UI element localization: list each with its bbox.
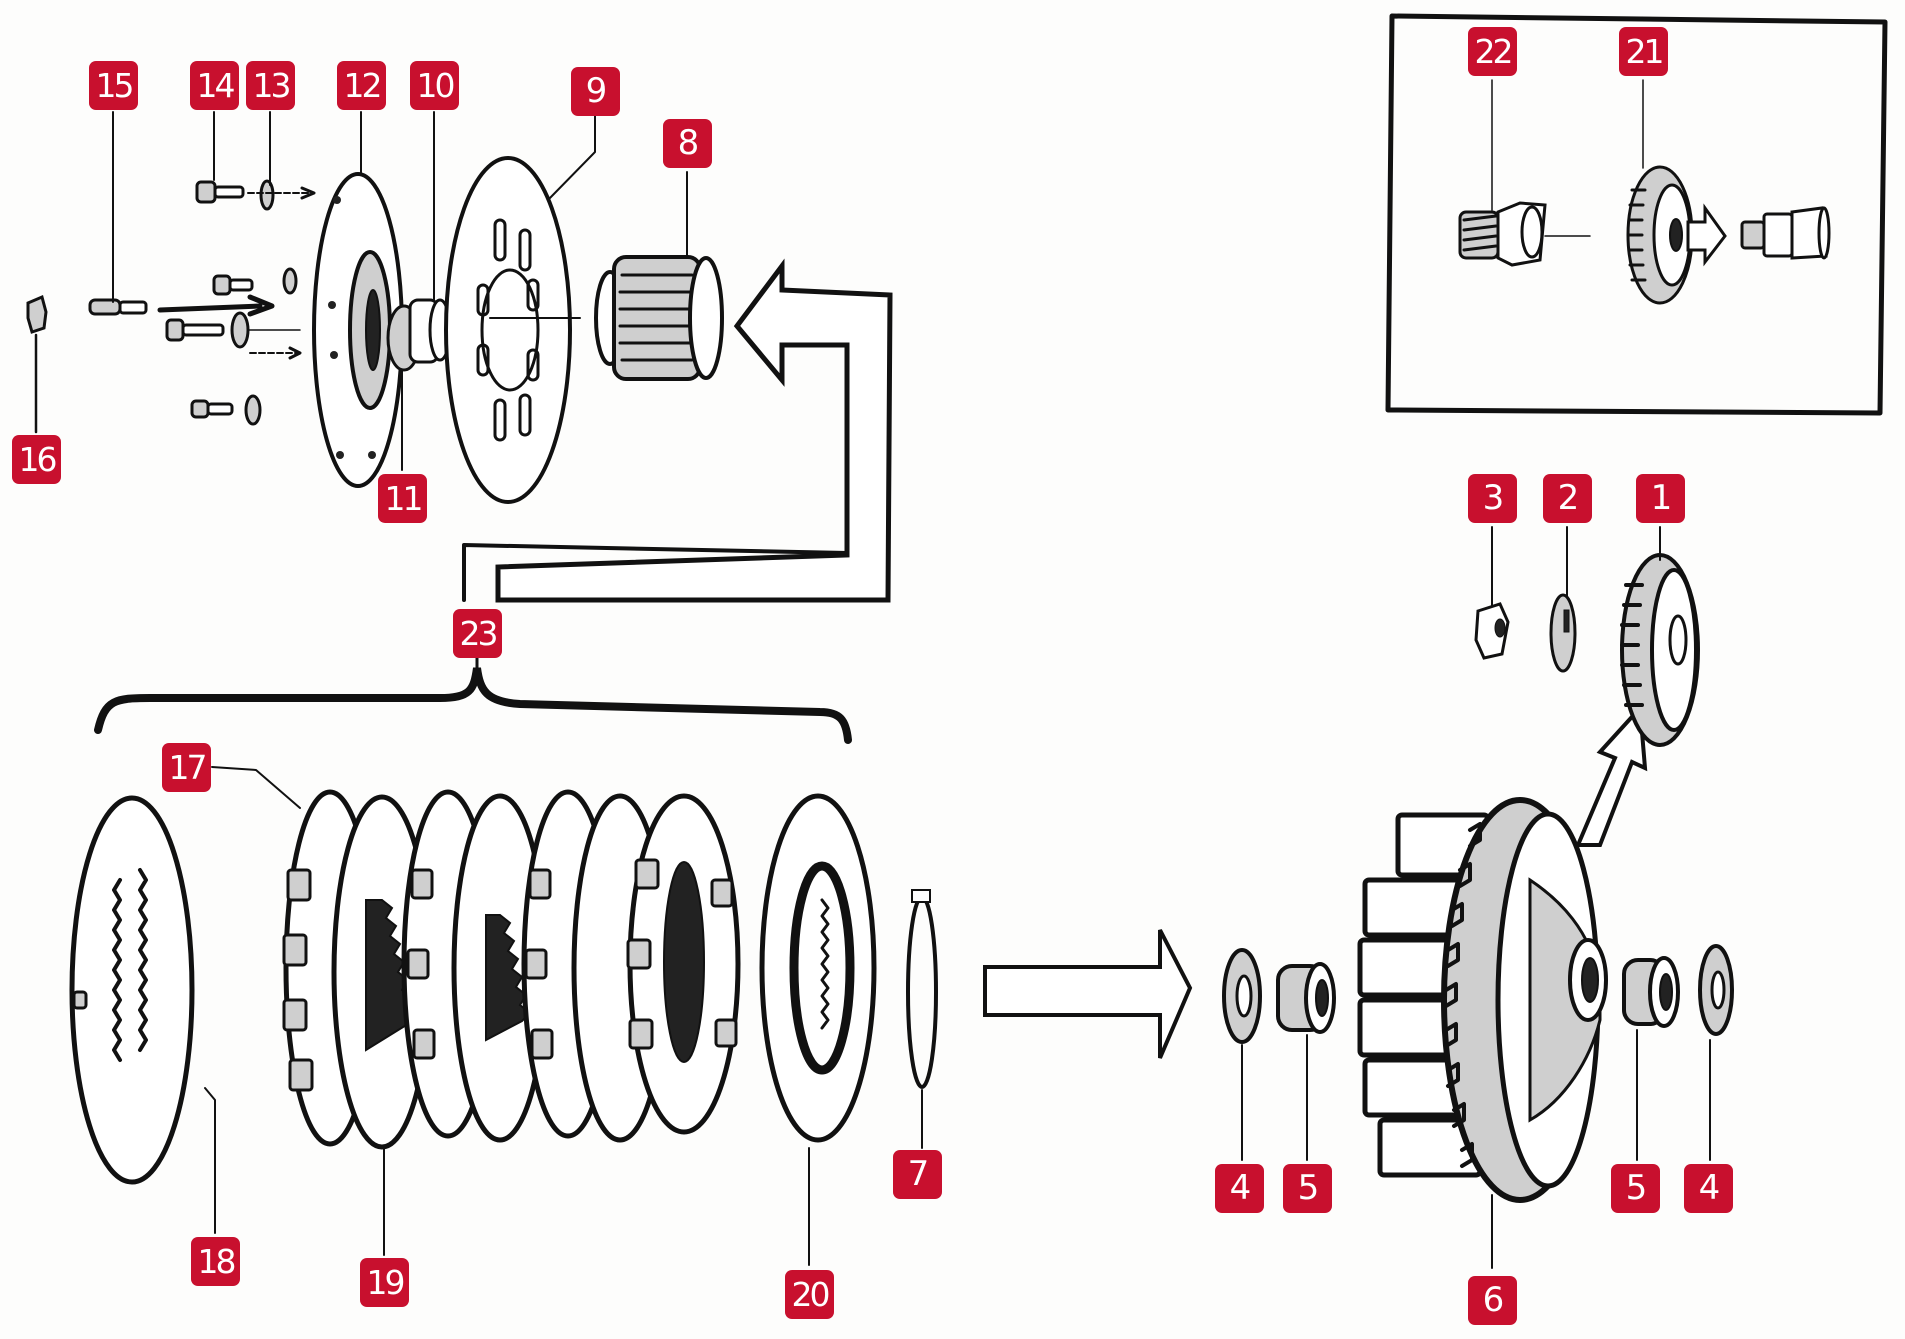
part-5-bushing-left xyxy=(1276,962,1336,1034)
part-2-tab-washer xyxy=(1549,593,1577,673)
part-3-nut xyxy=(1474,602,1510,660)
callout-23: 23 xyxy=(453,609,502,658)
upper-assembly-arrow-icon xyxy=(495,258,893,603)
upper-assembly xyxy=(26,111,893,603)
callout-6: 6 xyxy=(1468,1276,1517,1325)
callout-15: 15 xyxy=(89,61,138,110)
callout-14: 14 xyxy=(190,61,239,110)
part-13-washer xyxy=(259,179,275,211)
part-6-clutch-basket xyxy=(1357,797,1608,1203)
part-12-pressure-plate xyxy=(312,172,404,488)
part-10-11-bearing xyxy=(386,298,452,372)
callout-20: 20 xyxy=(785,1270,834,1319)
callout-21: 21 xyxy=(1619,27,1668,76)
callout-5-left: 5 xyxy=(1283,1164,1332,1213)
part-21-gear xyxy=(1626,165,1694,305)
callout-8: 8 xyxy=(663,119,712,168)
clutch-plate-pack xyxy=(69,766,938,1266)
callout-18: 18 xyxy=(191,1237,240,1286)
inset-arrow-icon xyxy=(1686,203,1727,267)
lower-assembly-arrow-icon xyxy=(983,929,1193,1059)
callout-3: 3 xyxy=(1468,474,1517,523)
part-16-nut xyxy=(26,294,48,334)
callout-13: 13 xyxy=(246,61,295,110)
part-1-primary-gear xyxy=(1620,553,1700,747)
callout-16: 16 xyxy=(12,435,61,484)
inset-panel xyxy=(1385,13,1888,416)
callout-1: 1 xyxy=(1636,474,1685,523)
callout-12: 12 xyxy=(337,61,386,110)
callout-9: 9 xyxy=(571,67,620,116)
callout-11: 11 xyxy=(378,474,427,523)
callout-2: 2 xyxy=(1543,474,1592,523)
gear-arrow-icon xyxy=(1574,703,1648,847)
part-8-clutch-hub xyxy=(594,255,724,381)
callout-4-right: 4 xyxy=(1684,1164,1733,1213)
part-4-washer-right xyxy=(1698,944,1734,1036)
callout-17: 17 xyxy=(162,743,211,792)
part-7-circlip xyxy=(906,889,938,1089)
part-14-screw xyxy=(195,180,245,204)
part-9-spring-plate xyxy=(444,156,581,504)
part-5-bushing-right xyxy=(1622,956,1680,1028)
callout-7: 7 xyxy=(893,1150,942,1199)
group-brace-icon xyxy=(94,667,852,744)
part-4-washer-left xyxy=(1222,948,1262,1044)
shaft-end xyxy=(1740,206,1831,260)
screws xyxy=(165,179,316,426)
part-20-thrust-plate xyxy=(759,793,877,1143)
callout-19: 19 xyxy=(360,1258,409,1307)
part-18-end-plate xyxy=(69,795,195,1185)
callout-10: 10 xyxy=(410,61,459,110)
callout-4-left: 4 xyxy=(1215,1164,1264,1213)
part-15-stud xyxy=(88,298,148,316)
callout-5-right: 5 xyxy=(1611,1164,1660,1213)
callout-22: 22 xyxy=(1468,27,1517,76)
part-22-threaded-bushing xyxy=(1458,201,1591,267)
